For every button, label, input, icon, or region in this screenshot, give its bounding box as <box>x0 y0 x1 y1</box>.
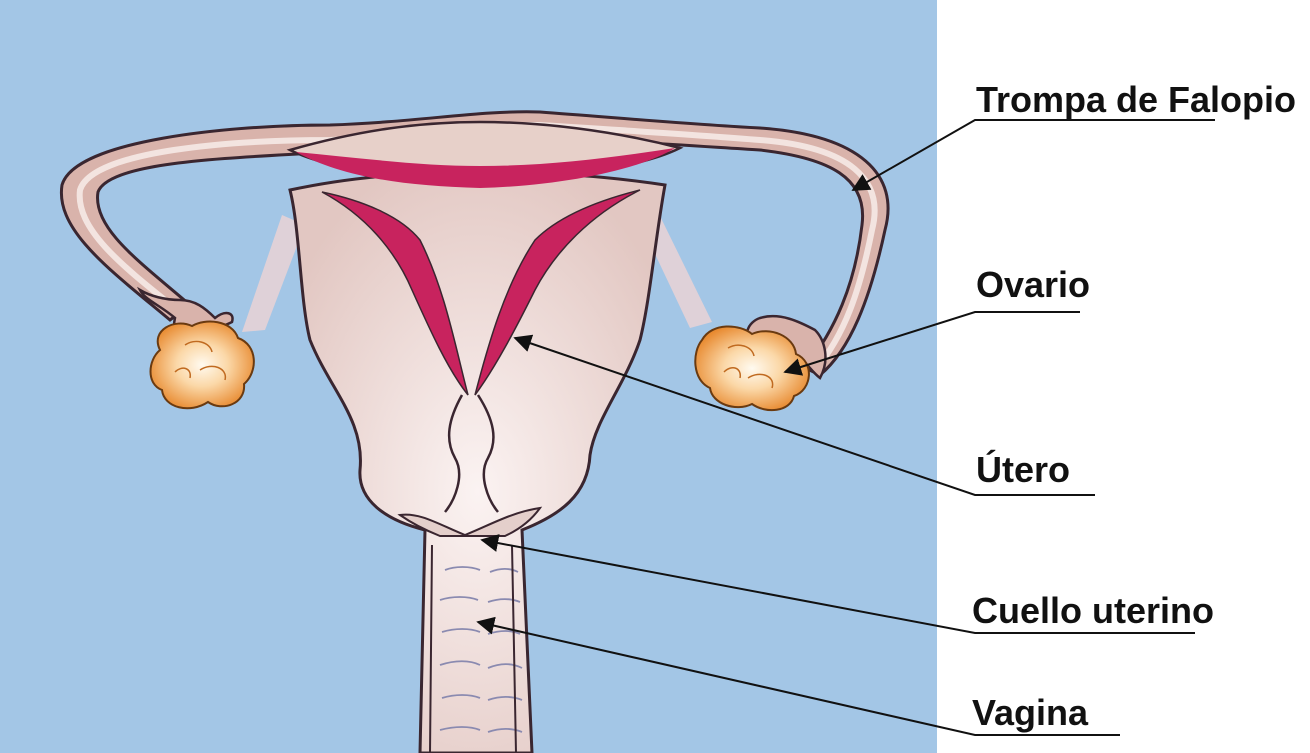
label-ovary: Ovario <box>976 267 1090 303</box>
label-vagina: Vagina <box>972 695 1088 731</box>
label-cervix: Cuello uterino <box>972 593 1214 629</box>
label-fallopian-tube: Trompa de Falopio <box>976 82 1296 118</box>
label-uterus: Útero <box>976 452 1070 488</box>
